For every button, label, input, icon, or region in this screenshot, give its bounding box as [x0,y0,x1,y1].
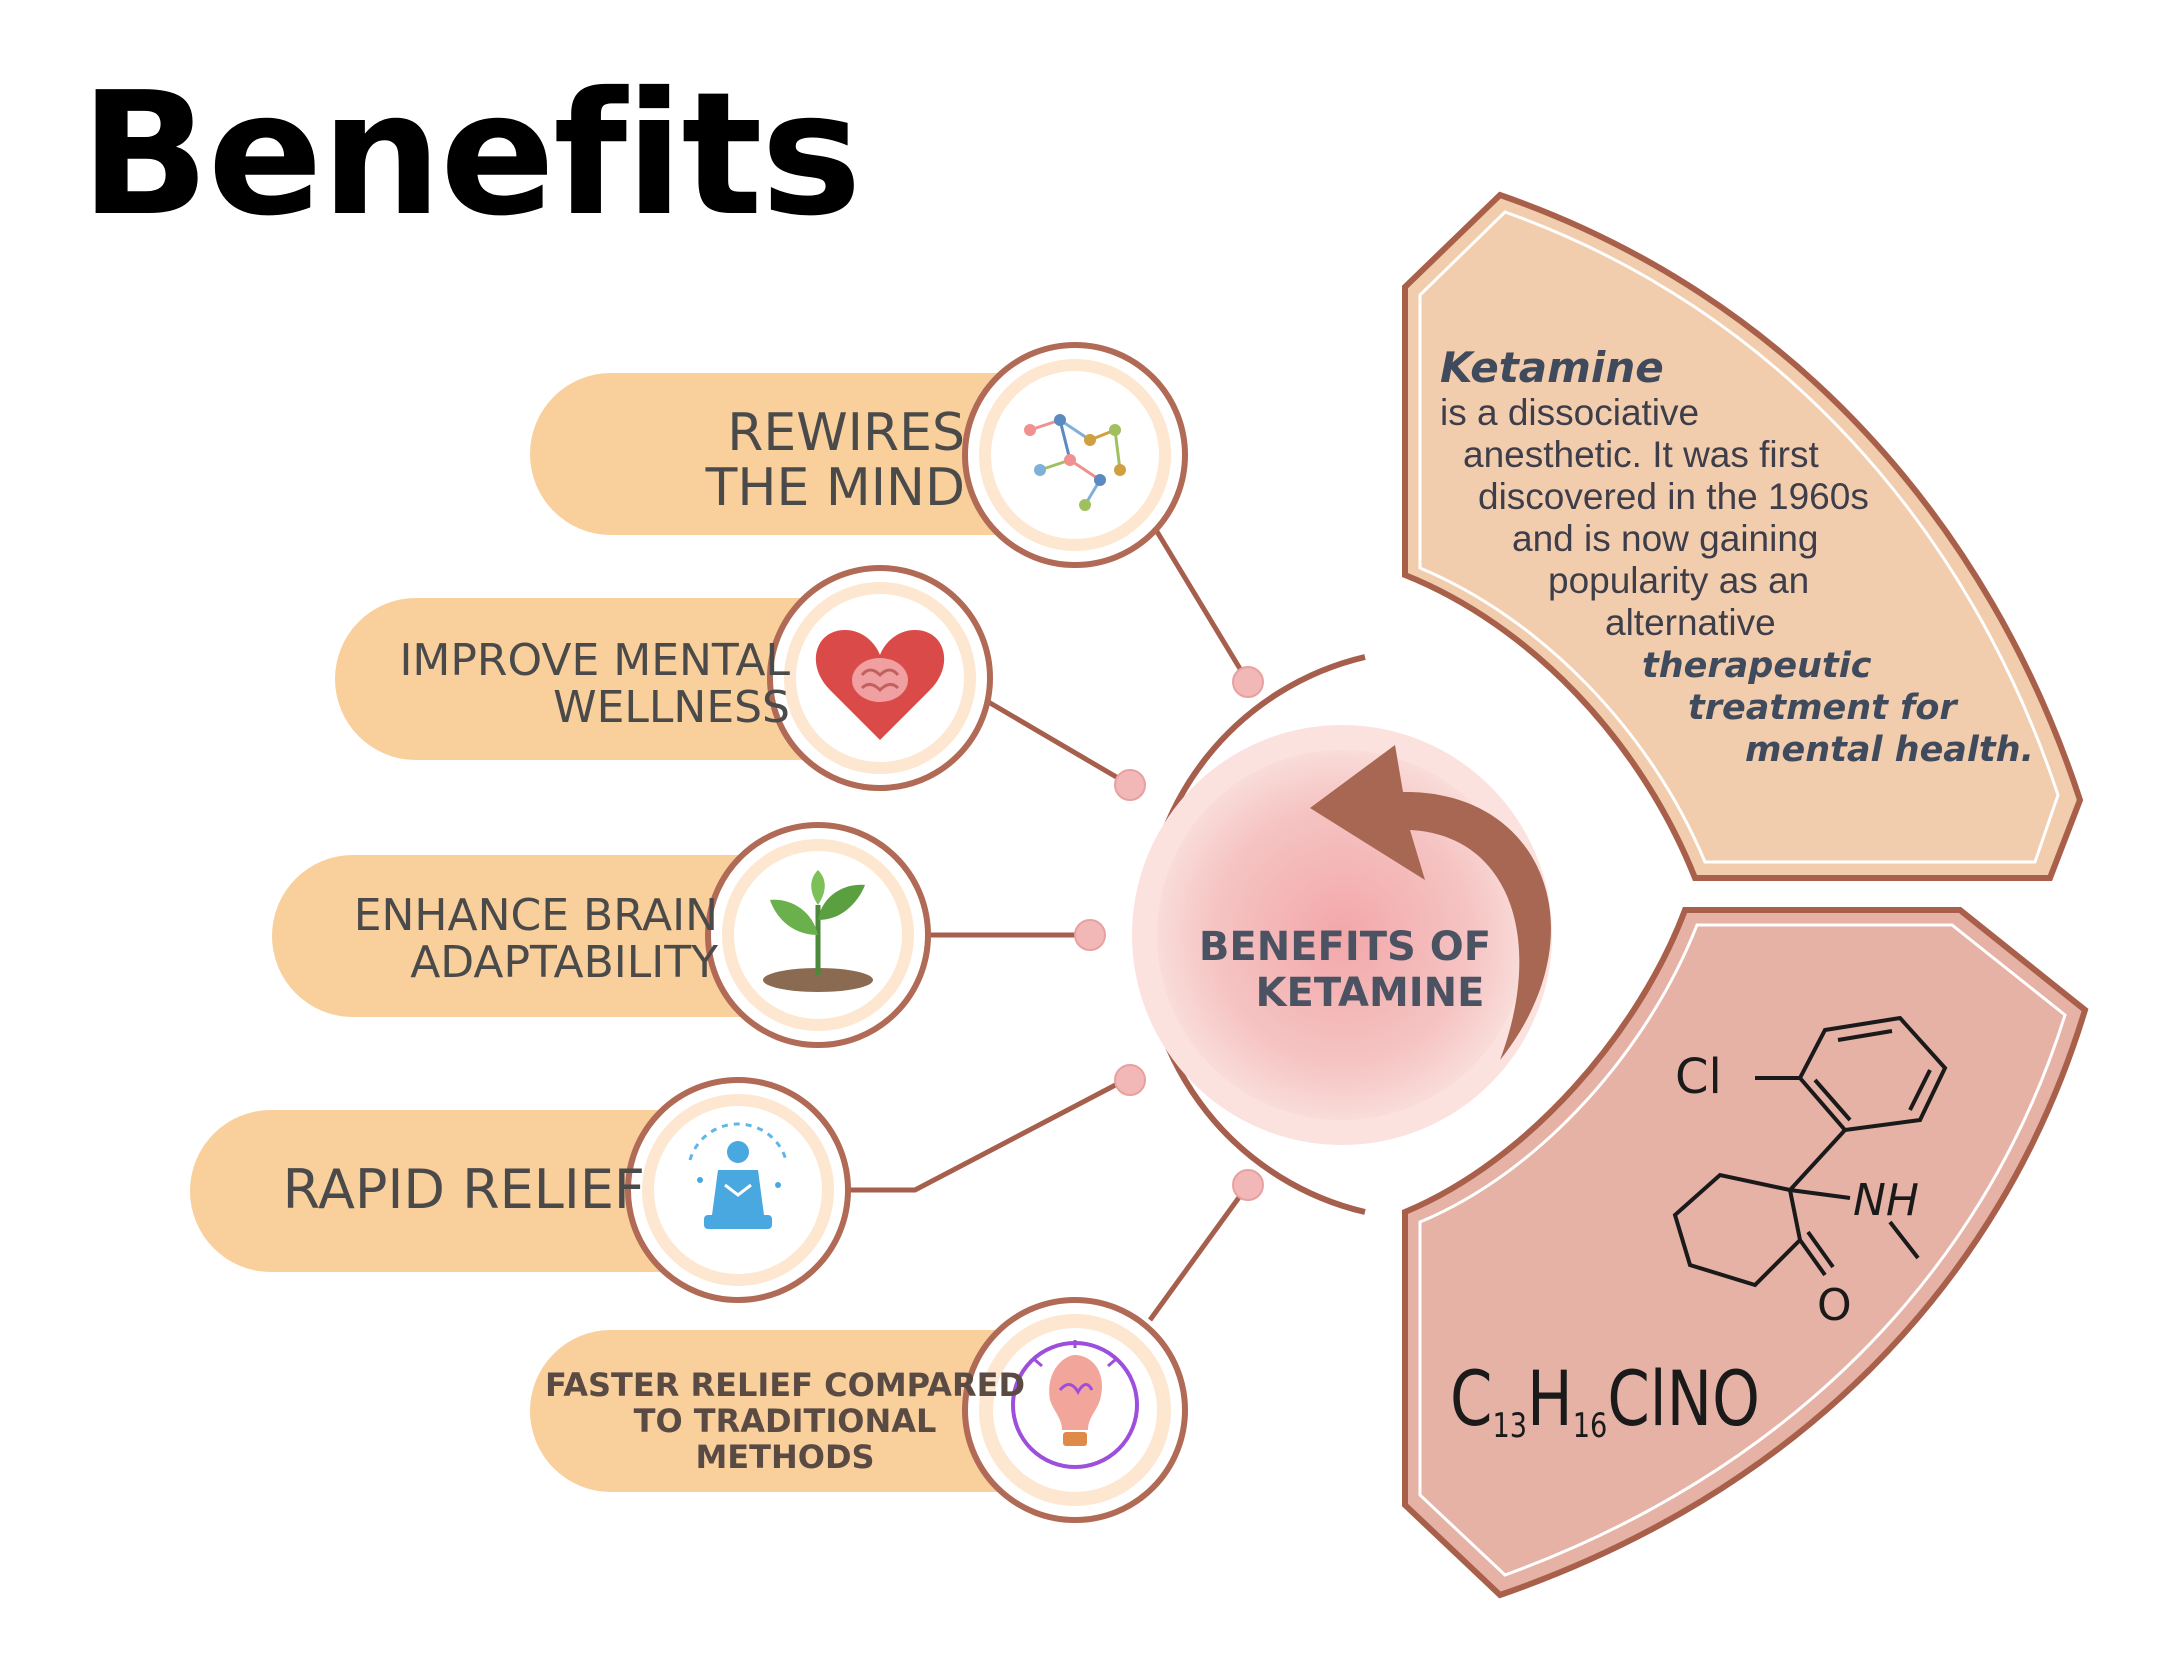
info-emphasis-2: treatment for [1688,688,1959,728]
benefit-wellness-line2: WELLNESS [553,682,790,733]
benefit-wellness-line1: IMPROVE MENTAL [399,635,790,686]
formula-carbon: C [1450,1354,1492,1443]
connector-line-rewires [1147,518,1251,684]
benefit-rewires-line2: THE MIND [705,458,965,518]
info-heading: Ketamine [1440,343,1664,392]
molecule-panel: Cl NH O C13H16ClNO [1402,907,2089,1599]
arc-nodes [1074,666,1264,1201]
arc-node-4 [1114,1064,1146,1096]
info-panel: Ketamine is a dissociative anesthetic. I… [1402,191,2084,881]
molecule-oxygen: O [1817,1280,1852,1331]
benefit-pill-wellness: IMPROVE MENTAL WELLNESS [335,565,993,791]
formula-hydrogen: H [1527,1354,1573,1443]
formula-carbon-count: 13 [1492,1406,1527,1446]
benefit-pill-adaptability: ENHANCE BRAIN ADAPTABILITY [272,822,931,1048]
formula-hydrogen-count: 16 [1573,1406,1608,1446]
info-line-1: is a dissociative [1440,392,1699,433]
lightbulb-brain-icon [1011,1340,1139,1469]
connector-line-rapid [845,1077,1127,1193]
info-line-4: and is now gaining [1512,518,1819,559]
brain-network-icon [1024,414,1126,511]
molecule-chlorine: Cl [1675,1049,1722,1105]
center-hub: BENEFITS OF KETAMINE [1132,725,1552,1145]
ketamine-structure-icon [1672,1015,1948,1288]
formula-rest: ClNO [1607,1354,1760,1443]
benefit-rewires-line1: REWIRES [727,403,965,463]
molecule-amine: NH [1853,1175,1919,1226]
info-line-5: popularity as an [1548,560,1809,601]
info-line-2: anesthetic. It was first [1463,434,1819,475]
benefit-adaptability-line2: ADAPTABILITY [410,937,718,988]
connector-lines [845,518,1251,1322]
connector-line-faster [1147,1183,1251,1322]
benefit-rapid-line1: RAPID RELIEF [283,1158,645,1221]
arc-node-1 [1232,666,1264,698]
info-emphasis-1: therapeutic [1642,646,1872,686]
benefit-faster-line2: TO TRADITIONAL [634,1402,937,1440]
info-line-3: discovered in the 1960s [1478,476,1869,517]
center-label-line2: KETAMINE [1256,970,1485,1016]
benefit-faster-line1: FASTER RELIEF COMPARED [545,1366,1025,1404]
curved-arrow-icon [1310,745,1551,1060]
benefit-pill-faster: FASTER RELIEF COMPARED TO TRADITIONAL ME… [530,1297,1188,1523]
info-emphasis-3: mental health. [1745,730,2034,770]
info-line-6: alternative [1605,602,1776,643]
benefit-faster-line3: METHODS [695,1438,874,1476]
arc-node-2 [1114,769,1146,801]
arc-node-5 [1232,1169,1264,1201]
heart-brain-icon [815,630,945,740]
sprout-icon [763,870,873,992]
benefit-pill-rapid: RAPID RELIEF [190,1077,851,1303]
arc-node-3 [1074,919,1106,951]
center-label-line1: BENEFITS OF [1199,924,1491,970]
connector-line-wellness [983,697,1132,788]
benefit-adaptability-line1: ENHANCE BRAIN [354,890,718,941]
page-title: Benefits [80,56,862,254]
meditation-icon [688,1122,788,1229]
molecule-formula: C13H16ClNO [1450,1354,1760,1446]
benefit-pill-rewires: REWIRES THE MIND [530,342,1188,568]
